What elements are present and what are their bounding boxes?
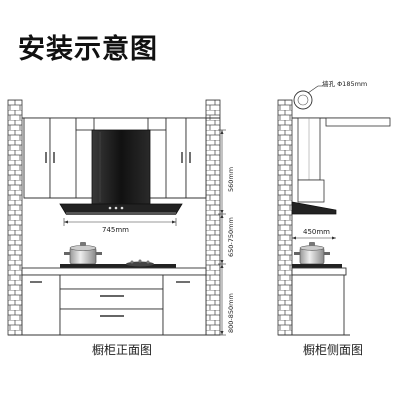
upper-cabinets (23, 117, 207, 199)
right-brick-wall (205, 99, 221, 336)
wall-hole (293, 85, 324, 110)
side-pot (294, 242, 330, 265)
countertop (21, 267, 207, 276)
side-view-caption: 橱柜侧面图 (303, 343, 364, 357)
left-brick-wall (7, 99, 23, 336)
mid-height-label: 650-750mm (227, 217, 235, 257)
depth-dimension (292, 236, 336, 240)
wall-hole-label: 墙孔 Φ185mm (322, 79, 367, 88)
upper-cabinet-handles (45, 152, 191, 163)
lower-cabinet-handles (30, 281, 190, 317)
side-view: 墙孔 Φ185mm 450mm (277, 79, 391, 336)
vertical-dimensions (218, 129, 226, 336)
upper-height-label: 560mm (227, 167, 235, 192)
side-brick-wall (277, 99, 293, 336)
hood-control-strip (66, 212, 176, 215)
cooktop (60, 259, 176, 268)
side-upper-cabinet (325, 117, 391, 127)
width-dimension (63, 218, 177, 226)
front-pot (64, 242, 102, 265)
front-view-caption: 橱柜正面图 (92, 343, 153, 357)
range-hood (59, 129, 183, 215)
front-view: 745mm (7, 99, 235, 336)
page-title: 安装示意图 (18, 34, 158, 65)
side-countertop (291, 267, 347, 276)
lower-cabinets (21, 274, 207, 336)
side-lower-cabinet (291, 274, 345, 336)
lower-height-label: 800-850mm (227, 293, 235, 333)
side-range-hood (291, 179, 337, 215)
depth-dimension-label: 450mm (303, 228, 330, 236)
hood-chimney (91, 129, 151, 205)
width-dimension-label: 745mm (102, 226, 129, 234)
